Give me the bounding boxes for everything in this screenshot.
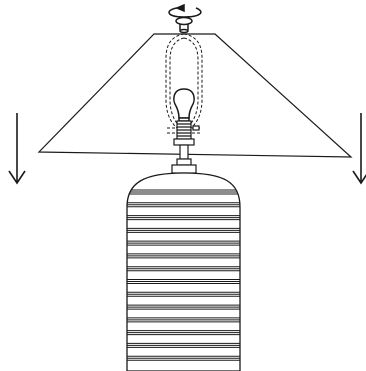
rotating-finial-icon xyxy=(168,3,202,34)
lamp-neck-icon xyxy=(171,144,197,174)
bulb-socket-icon xyxy=(173,120,200,146)
cone-lampshade-icon xyxy=(37,33,353,158)
down-arrow-icon xyxy=(352,113,366,185)
light-bulb-icon xyxy=(173,88,195,122)
striped-lamp-base-icon xyxy=(126,172,241,371)
down-arrow-icon xyxy=(8,113,26,185)
